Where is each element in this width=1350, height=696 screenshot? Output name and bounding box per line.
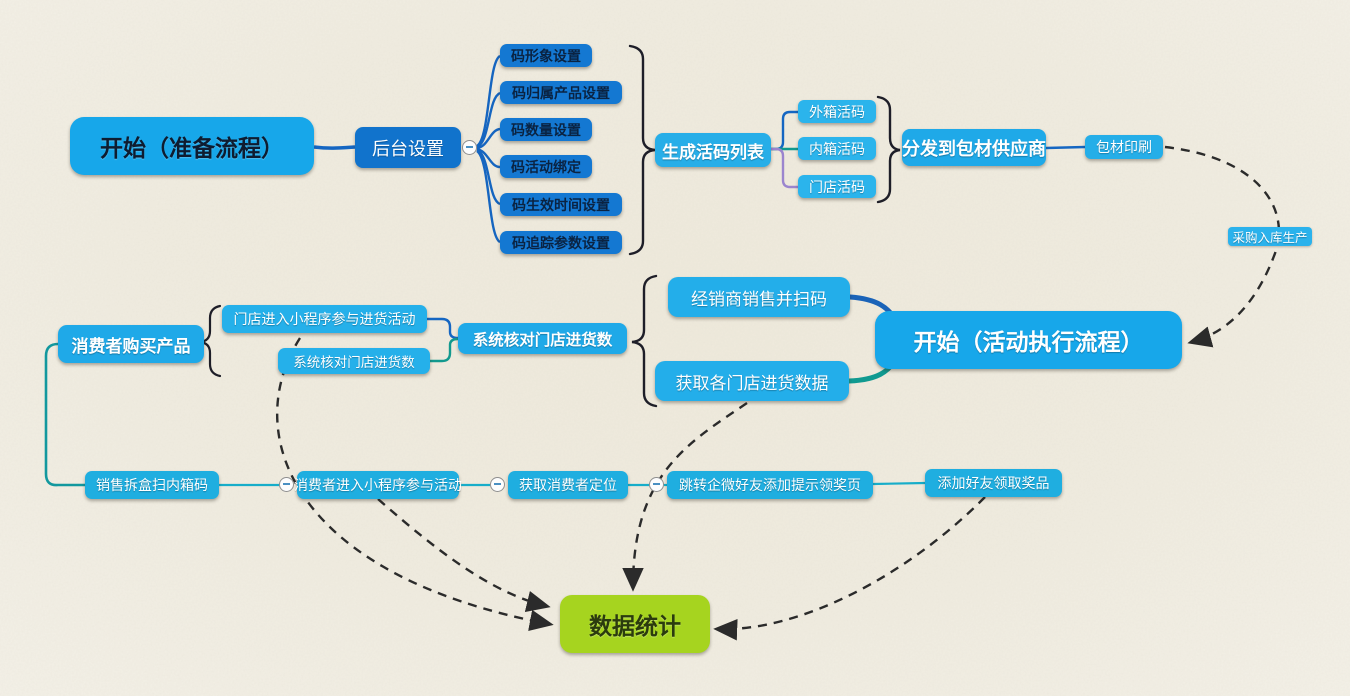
edge-start-backend: [313, 145, 356, 150]
node-outer-box-code[interactable]: 外箱活码: [798, 100, 876, 123]
edge-fan-settings: [476, 54, 501, 244]
node-consumer-buy[interactable]: 消费者购买产品: [58, 325, 204, 363]
node-setting-code-product[interactable]: 码归属产品设置: [500, 81, 622, 104]
node-dealer-scan[interactable]: 经销商销售并扫码: [668, 277, 850, 317]
node-add-friend[interactable]: 添加好友领取奖品: [925, 469, 1062, 497]
arrow-minijoin-stats: [377, 498, 551, 612]
node-consumer-mini-program[interactable]: 消费者进入小程序参与活动: [294, 471, 462, 499]
node-inner-box-code[interactable]: 内箱活码: [798, 137, 876, 160]
node-purchase-warehouse-label[interactable]: 采购入库生产: [1228, 227, 1312, 246]
node-jump-wecom[interactable]: 跳转企微好友添加提示领奖页: [667, 471, 873, 499]
edge-genlist-store: [771, 147, 798, 189]
node-system-check-small[interactable]: 系统核对门店进货数: [278, 348, 430, 374]
edge-syssmall-join: [430, 337, 459, 363]
arrow-addfriend-stats: [713, 496, 986, 641]
edge-consumer-unbox: [44, 342, 85, 487]
node-data-statistics[interactable]: 数据统计: [560, 595, 710, 653]
node-system-check[interactable]: 系统核对门店进货数: [458, 323, 627, 354]
brace-exec-group: [631, 274, 658, 408]
node-store-code[interactable]: 门店活码: [798, 175, 876, 198]
collapse-button-row3[interactable]: [649, 477, 664, 492]
node-get-store-data[interactable]: 获取各门店进货数据: [655, 361, 849, 401]
edge-distribute-print: [1045, 145, 1086, 150]
brace-settings-group: [628, 44, 656, 256]
node-start-exec[interactable]: 开始（活动执行流程）: [875, 311, 1182, 369]
node-setting-code-valid-time[interactable]: 码生效时间设置: [500, 193, 622, 216]
node-unbox-scan[interactable]: 销售拆盒扫内箱码: [85, 471, 219, 499]
edge-genlist-outer: [771, 110, 798, 151]
node-generate-code-list[interactable]: 生成活码列表: [655, 133, 771, 167]
node-start-prep[interactable]: 开始（准备流程）: [70, 117, 314, 175]
node-setting-code-tracking[interactable]: 码追踪参数设置: [500, 231, 622, 254]
node-backend-setup[interactable]: 后台设置: [355, 127, 461, 168]
brace-codetypes-group: [876, 95, 901, 204]
collapse-button-backend[interactable]: [462, 140, 477, 155]
node-packaging-print[interactable]: 包材印刷: [1085, 135, 1163, 159]
node-setting-code-image[interactable]: 码形象设置: [500, 44, 592, 67]
node-distribute-supplier[interactable]: 分发到包材供应商: [902, 129, 1046, 166]
node-setting-code-quantity[interactable]: 码数量设置: [500, 118, 592, 141]
collapse-button-row2[interactable]: [490, 477, 505, 492]
node-get-location[interactable]: 获取消费者定位: [508, 471, 628, 499]
node-setting-code-activity[interactable]: 码活动绑定: [500, 155, 592, 178]
collapse-button-row1[interactable]: [279, 477, 294, 492]
node-store-mini-program[interactable]: 门店进入小程序参与进货活动: [222, 305, 427, 333]
edge-storemini-join: [427, 317, 459, 340]
